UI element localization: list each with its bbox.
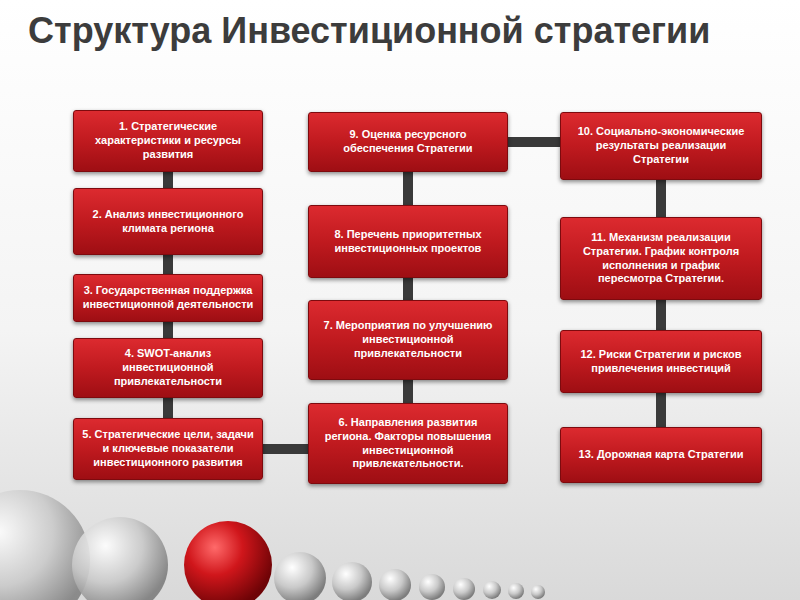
connector-bar	[163, 398, 173, 418]
process-box: 12. Риски Стратегии и рисков привлечения…	[560, 330, 762, 393]
box-label: 10. Социально-экономические результаты р…	[569, 125, 753, 166]
box-text-wrap: 10. Социально-экономические результаты р…	[569, 125, 753, 166]
box-text-wrap: 11. Механизм реализации Стратегии. Графи…	[569, 231, 753, 286]
process-box: 13. Дорожная карта Стратегии	[560, 427, 762, 483]
box-text-wrap: 8. Перечень приоритетных инвестиционных …	[317, 228, 499, 256]
process-box: 9. Оценка ресурсного обеспечения Стратег…	[308, 112, 508, 172]
process-box: 10. Социально-экономические результаты р…	[560, 112, 762, 180]
box-label: 11. Механизм реализации Стратегии. Графи…	[569, 231, 753, 286]
box-text-wrap: 12. Риски Стратегии и рисков привлечения…	[569, 348, 753, 376]
box-label: 4. SWOT-анализ инвестиционной привлекате…	[82, 347, 254, 388]
process-box: 7. Мероприятия по улучшению инвестиционн…	[308, 300, 508, 380]
box-label: 2. Анализ инвестиционного климата регион…	[82, 208, 254, 236]
connector-bar	[163, 322, 173, 338]
connector-bar	[163, 172, 173, 188]
connector-bar	[656, 300, 666, 330]
connector-bar	[656, 393, 666, 427]
connector-bar	[403, 172, 413, 205]
connector-bar	[403, 380, 413, 403]
process-box: 8. Перечень приоритетных инвестиционных …	[308, 205, 508, 278]
box-label: 13. Дорожная карта Стратегии	[579, 448, 744, 462]
process-box: 1. Стратегические характеристики и ресур…	[73, 110, 263, 172]
box-label: 7. Мероприятия по улучшению инвестиционн…	[317, 319, 499, 360]
red-sphere	[184, 521, 272, 600]
connector-bar	[263, 444, 308, 454]
process-box: 3. Государственная поддержка инвестицион…	[73, 274, 263, 322]
box-label: 12. Риски Стратегии и рисков привлечения…	[569, 348, 753, 376]
connector-bar	[403, 278, 413, 300]
box-text-wrap: 6. Направления развития региона. Факторы…	[317, 416, 499, 471]
box-label: 9. Оценка ресурсного обеспечения Стратег…	[317, 128, 499, 156]
box-label: 1. Стратегические характеристики и ресур…	[82, 120, 254, 161]
box-text-wrap: 3. Государственная поддержка инвестицион…	[82, 284, 254, 312]
process-box: 11. Механизм реализации Стратегии. Графи…	[560, 217, 762, 300]
connector-bar	[656, 180, 666, 217]
box-label: 3. Государственная поддержка инвестицион…	[82, 284, 254, 312]
box-text-wrap: 9. Оценка ресурсного обеспечения Стратег…	[317, 128, 499, 156]
box-text-wrap: 2. Анализ инвестиционного климата регион…	[82, 208, 254, 236]
connector-bar	[163, 255, 173, 274]
box-label: 8. Перечень приоритетных инвестиционных …	[317, 228, 499, 256]
connector-bar	[508, 137, 560, 147]
box-text-wrap: 7. Мероприятия по улучшению инвестиционн…	[317, 319, 499, 360]
box-text-wrap: 5. Стратегические цели, задачи и ключевы…	[82, 428, 254, 469]
box-label: 5. Стратегические цели, задачи и ключевы…	[82, 428, 254, 469]
diagram-title: Структура Инвестиционной стратегии	[28, 10, 710, 52]
box-text-wrap: 4. SWOT-анализ инвестиционной привлекате…	[82, 347, 254, 388]
process-box: 5. Стратегические цели, задачи и ключевы…	[73, 418, 263, 480]
process-box: 6. Направления развития региона. Факторы…	[308, 403, 508, 484]
box-label: 6. Направления развития региона. Факторы…	[317, 416, 499, 471]
box-text-wrap: 1. Стратегические характеристики и ресур…	[82, 120, 254, 161]
process-box: 2. Анализ инвестиционного климата регион…	[73, 188, 263, 255]
box-text-wrap: 13. Дорожная карта Стратегии	[579, 448, 744, 462]
grey-sphere	[0, 490, 545, 600]
process-box: 4. SWOT-анализ инвестиционной привлекате…	[73, 338, 263, 398]
